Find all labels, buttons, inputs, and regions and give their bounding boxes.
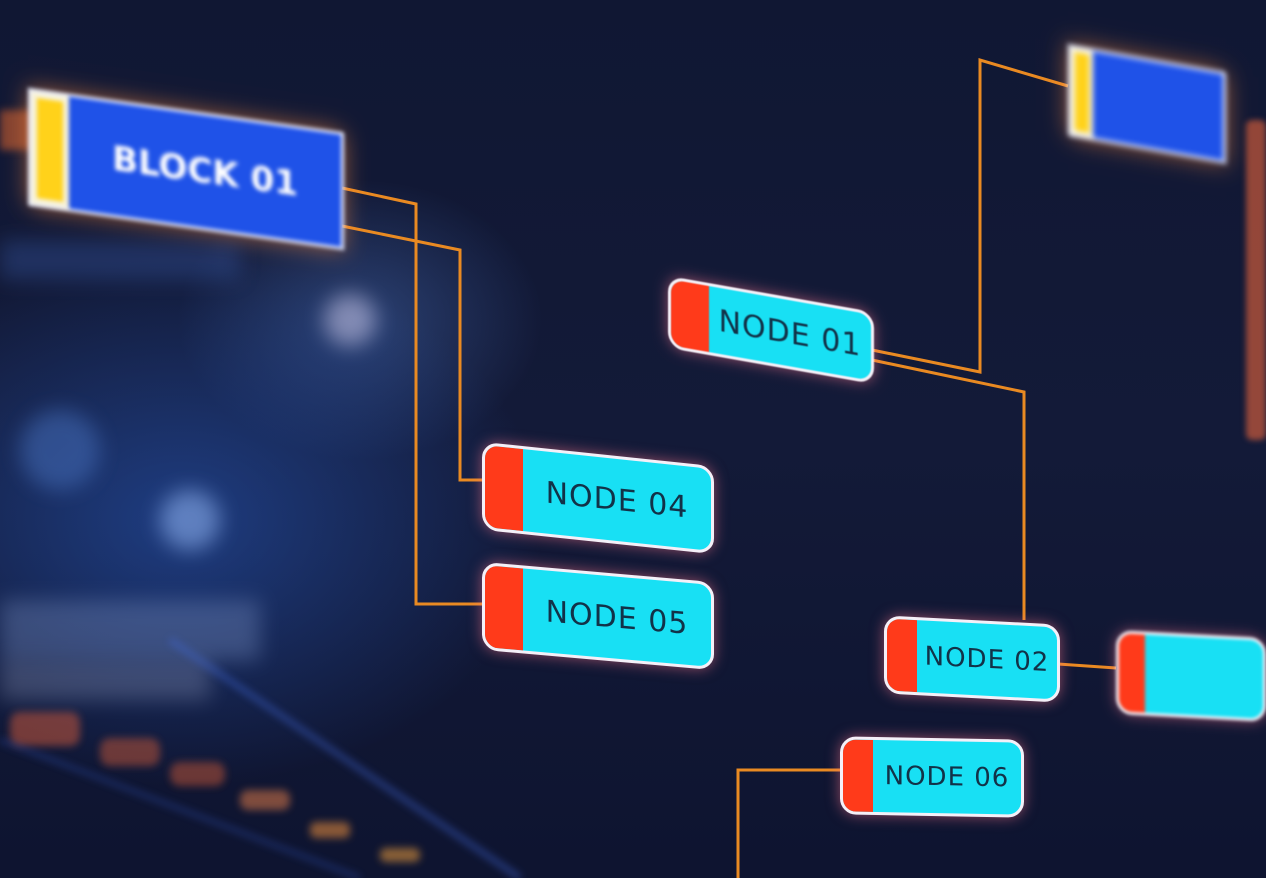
- node-04-label: NODE 04: [545, 474, 689, 526]
- node-06[interactable]: NODE 06: [840, 736, 1024, 818]
- node-04-tab: [485, 445, 523, 532]
- connector-node01-blocktop: [871, 57, 1069, 374]
- connector-block01-node04: [341, 224, 484, 482]
- right-edge-glow: [1246, 120, 1266, 440]
- node-02[interactable]: NODE 02: [884, 615, 1060, 703]
- block-01-tab: [31, 91, 69, 209]
- node-05-label: NODE 05: [545, 593, 689, 642]
- connector-node02-right: [1057, 662, 1117, 670]
- connector-node01-node02: [871, 358, 1026, 620]
- block-top-right-label: [1093, 51, 1223, 160]
- connector-block01-node05: [341, 186, 484, 606]
- node-02-label: NODE 02: [924, 641, 1050, 679]
- node-06-label: NODE 06: [884, 761, 1010, 794]
- node-06-tab: [843, 739, 873, 812]
- node-02-tab: [887, 618, 917, 693]
- node-right-blurred-label: [1145, 635, 1263, 719]
- block-top-right-tab: [1071, 47, 1093, 138]
- node-right-blurred[interactable]: [1116, 630, 1266, 722]
- connector-node06-left: [736, 768, 840, 878]
- node-right-blurred-tab: [1119, 633, 1145, 713]
- node-01-tab: [671, 279, 709, 353]
- node-05-tab: [485, 565, 523, 651]
